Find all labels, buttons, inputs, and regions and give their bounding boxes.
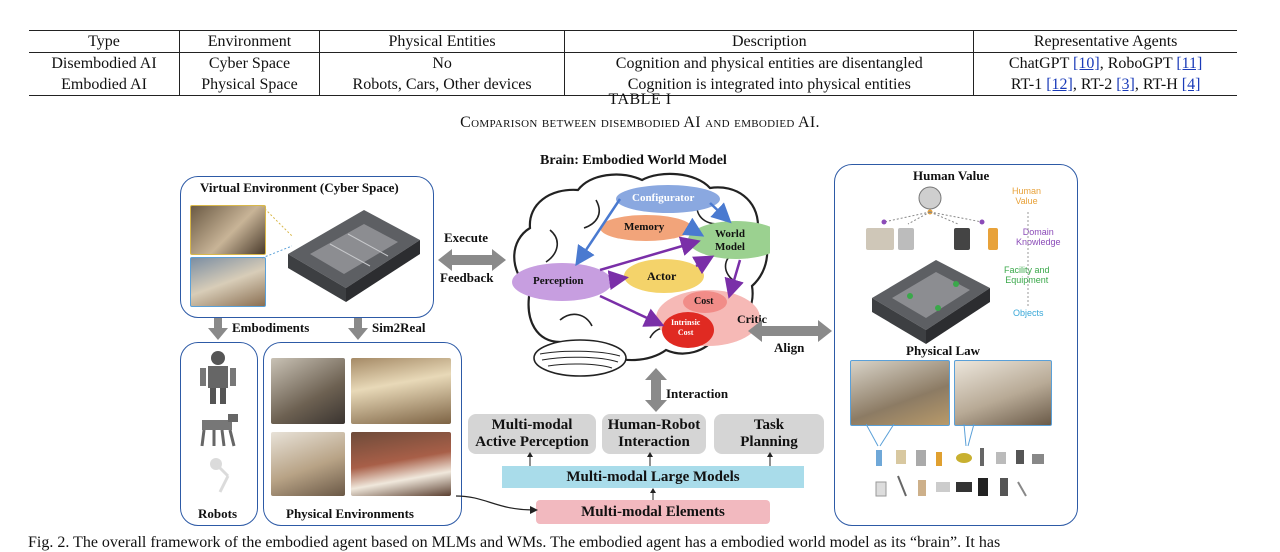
- perception-label: Perception: [533, 275, 584, 287]
- legend-facility-equipment: Facility and Equipment: [1004, 265, 1050, 285]
- cost-label: Cost: [694, 296, 714, 307]
- virtual-room-image: [190, 257, 266, 307]
- citation-link[interactable]: [12]: [1046, 76, 1073, 93]
- sim2real-label: Sim2Real: [372, 320, 426, 335]
- human-value-box: [834, 164, 1078, 526]
- citation-link[interactable]: [3]: [1116, 76, 1135, 93]
- mlm-up-arrows: [527, 452, 773, 466]
- figure-caption: Fig. 2. The overall framework of the emb…: [28, 534, 1001, 551]
- legend-objects: Objects: [1013, 308, 1044, 318]
- interaction-arrow: [645, 368, 667, 412]
- actor-node: [624, 259, 704, 293]
- legend-human-value: Human Value: [1012, 186, 1042, 206]
- world-model-label: World Model: [715, 228, 745, 253]
- legend-connector: [1027, 212, 1029, 308]
- env-to-elements-arrow: [456, 495, 538, 514]
- align-arrow: [748, 320, 832, 342]
- human-robot-interaction-box: Human-Robot Interaction: [602, 414, 706, 454]
- multimodal-large-models-box: Multi-modal Large Models: [502, 466, 804, 488]
- robots-label: Robots: [198, 506, 238, 521]
- embodiments-label: Embodiments: [232, 320, 310, 335]
- quadruped-robot-icon: [200, 414, 238, 447]
- interaction-label: Interaction: [666, 386, 729, 401]
- sim2real-arrow: [348, 318, 368, 340]
- cell-type: Embodied AI: [29, 74, 180, 96]
- intrinsic-cost-label: Intrinsic Cost: [671, 318, 701, 337]
- table-row: Embodied AI Physical Space Robots, Cars,…: [29, 74, 1237, 96]
- physical-scene-render: [872, 260, 990, 344]
- citation-link[interactable]: [10]: [1073, 55, 1100, 72]
- header-description: Description: [564, 30, 974, 53]
- brain-title: Brain: Embodied World Model: [540, 153, 727, 168]
- physical-env-photo: [351, 432, 451, 496]
- connector-lines: [262, 206, 292, 259]
- multimodal-active-perception-box: Multi-modal Active Perception: [468, 414, 596, 454]
- physical-env-photo: [351, 358, 451, 424]
- header-physical-entities: Physical Entities: [318, 30, 565, 53]
- agent-name: , RT-2: [1072, 76, 1117, 93]
- human-value-title: Human Value: [913, 168, 990, 183]
- elements-up-arrow: [650, 488, 656, 500]
- configurator-node: [616, 185, 720, 213]
- cost-node: [683, 291, 727, 313]
- agent-name: ChatGPT: [1008, 55, 1074, 72]
- physical-env-photo: [271, 432, 345, 496]
- actor-label: Actor: [647, 269, 677, 283]
- multimodal-elements-box: Multi-modal Elements: [536, 500, 770, 524]
- physical-law-title: Physical Law: [906, 343, 981, 358]
- task-planning-box: Task Planning: [714, 414, 824, 454]
- virtual-room-image: [190, 205, 266, 255]
- memory-label: Memory: [624, 221, 665, 233]
- cell-agents: RT-1 [12], RT-2 [3], RT-H [4]: [973, 74, 1237, 96]
- align-label: Align: [774, 340, 805, 355]
- perception-node: [512, 263, 612, 301]
- agent-name: RT-1: [1010, 76, 1047, 93]
- feedback-label: Feedback: [440, 270, 494, 285]
- brain-modules: [512, 185, 770, 348]
- agent-name: , RT-H: [1134, 76, 1182, 93]
- robot-images: [200, 351, 238, 493]
- cell-description: Cognition is integrated into physical en…: [564, 74, 974, 96]
- header-representative-agents: Representative Agents: [973, 30, 1237, 53]
- header-environment: Environment: [179, 30, 320, 53]
- physical-law-photo: [850, 360, 950, 426]
- human-value-tree: [866, 186, 998, 250]
- header-type: Type: [29, 30, 180, 53]
- world-model-node: [688, 221, 770, 259]
- physical-environments-label: Physical Environments: [286, 506, 414, 521]
- citation-link[interactable]: [11]: [1176, 55, 1203, 72]
- execute-label: Execute: [444, 230, 489, 245]
- cell-type: Disembodied AI: [51, 55, 157, 72]
- intrinsic-cost-node: [662, 312, 714, 348]
- cell-environment: Physical Space: [179, 74, 320, 96]
- cell-environment: Cyber Space: [179, 52, 320, 74]
- robot-arm-icon: [210, 458, 230, 493]
- humanoid-robot-icon: [200, 351, 236, 404]
- cell-agents: ChatGPT [10], RoboGPT [11]: [973, 52, 1237, 74]
- configurator-label: Configurator: [632, 192, 695, 204]
- embodiments-arrow: [208, 318, 228, 340]
- legend-domain-knowledge: Domain Knowledge: [1016, 227, 1061, 247]
- cell-entities: No: [318, 52, 565, 74]
- table-caption: Comparison between disembodied AI and em…: [460, 114, 820, 131]
- callout-lines: [866, 424, 975, 447]
- object-icons: [875, 448, 1044, 497]
- virtual-scene-render: [288, 210, 420, 302]
- table-header-row: Type Environment Physical Entities Descr…: [29, 30, 1237, 53]
- cell-entities: Robots, Cars, Other devices: [318, 74, 565, 96]
- comparison-table: Type Environment Physical Entities Descr…: [29, 30, 1237, 96]
- memory-node: [600, 215, 692, 241]
- agent-name: , RoboGPT: [1099, 55, 1177, 72]
- table-row: Disembodied AI Cyber Space No Cognition …: [29, 52, 1237, 74]
- cell-description: Cognition and physical entities are dise…: [564, 52, 974, 74]
- execute-feedback-arrow: [438, 249, 506, 271]
- table-label: TABLE I: [608, 91, 672, 108]
- virtual-environment-title: Virtual Environment (Cyber Space): [200, 180, 399, 195]
- physical-env-photo: [271, 358, 345, 424]
- physical-law-photo: [954, 360, 1052, 426]
- citation-link[interactable]: [4]: [1181, 76, 1201, 93]
